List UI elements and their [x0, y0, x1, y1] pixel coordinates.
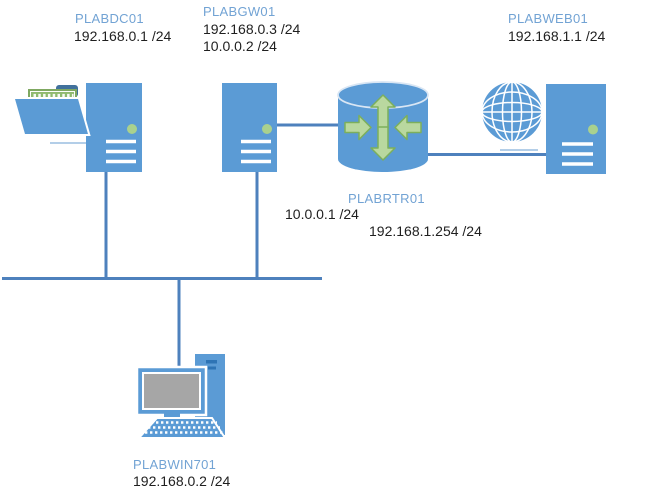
server-status-dot	[588, 124, 598, 135]
node-ip: 10.0.0.1 /24	[285, 206, 359, 222]
node-label: PLABGW01	[203, 4, 276, 19]
node-ip: 10.0.0.2 /24	[203, 38, 277, 54]
node-ip: 192.168.1.1 /24	[508, 28, 606, 44]
server-icon	[546, 84, 606, 174]
server-icon	[222, 83, 277, 172]
computer-keyboard	[136, 417, 227, 439]
node-ip: 192.168.0.1 /24	[74, 28, 172, 44]
globe-icon	[480, 80, 544, 144]
node-label: PLABDC01	[75, 11, 144, 26]
server-icon	[86, 83, 142, 172]
router-icon	[337, 81, 429, 172]
node-label: PLABRTR01	[348, 191, 425, 206]
node-label: PLABWEB01	[508, 11, 589, 26]
server-status-dot	[262, 124, 272, 134]
node-label: PLABWIN701	[133, 457, 217, 472]
folder-front	[15, 99, 88, 134]
router-arrows	[344, 94, 422, 161]
accent-lines	[50, 142, 538, 151]
node-ip: 192.168.1.254 /24	[369, 223, 482, 239]
shared-folder-icon	[12, 85, 91, 136]
desktop-computer-icon	[135, 354, 227, 439]
server-status-dot	[127, 124, 137, 134]
monitor-screen	[144, 374, 199, 408]
connector-lines	[2, 123, 550, 371]
node-ip: 192.168.0.2 /24	[133, 473, 231, 489]
node-ip: 192.168.0.3 /24	[203, 21, 301, 37]
